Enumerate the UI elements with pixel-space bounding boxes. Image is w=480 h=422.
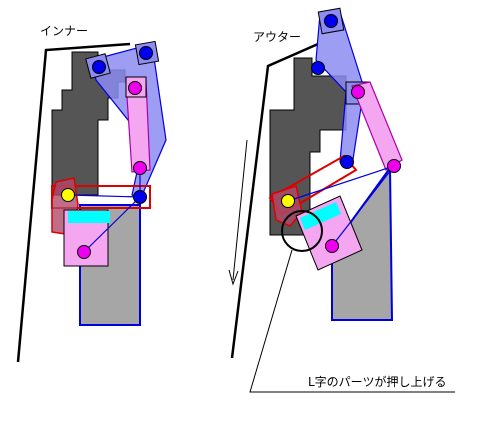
inner-link-line-2 [83, 196, 141, 253]
outer-label: アウター [253, 30, 302, 44]
inner-frame-line [16, 42, 131, 363]
inner-pivot-pink-2 [133, 161, 147, 175]
inner-mechanism [16, 40, 167, 363]
inner-cyan-bar [68, 211, 110, 223]
outer-highlight-circle [281, 210, 323, 252]
outer-link-line-2 [331, 165, 395, 247]
inner-pivot-blue-2 [139, 46, 153, 60]
outer-motion-arrowhead [228, 269, 239, 286]
outer-frame-line [230, 42, 319, 359]
outer-pivot-blue-3 [340, 155, 354, 169]
outer-pivot-blue-1 [324, 14, 338, 28]
outer-pink-link [351, 81, 403, 171]
outer-callout-line [249, 249, 455, 393]
inner-link-line-1 [67, 194, 141, 198]
inner-pivot-blue-3 [133, 190, 147, 204]
outer-pivot-yellow [281, 194, 295, 208]
inner-pivot-blue-1 [92, 60, 106, 74]
outer-pivot-pink-3 [325, 239, 339, 253]
outer-mechanism [228, 7, 455, 393]
inner-pivot-pink-1 [128, 81, 142, 95]
inner-pivot-yellow [61, 188, 75, 202]
outer-pivot-blue-2 [311, 61, 325, 75]
outer-pivot-pink-1 [351, 85, 365, 99]
outer-link-line-1 [287, 165, 395, 202]
outer-motion-arrow-line [232, 139, 248, 281]
inner-label: インナー [40, 24, 89, 38]
inner-pivot-pink-3 [77, 245, 91, 259]
caption-label: L字のパーツが押し上げる [308, 375, 447, 389]
outer-pivot-pink-2 [387, 159, 401, 173]
outer-gray-block [331, 164, 394, 321]
outer-cyan-bar [300, 202, 341, 230]
